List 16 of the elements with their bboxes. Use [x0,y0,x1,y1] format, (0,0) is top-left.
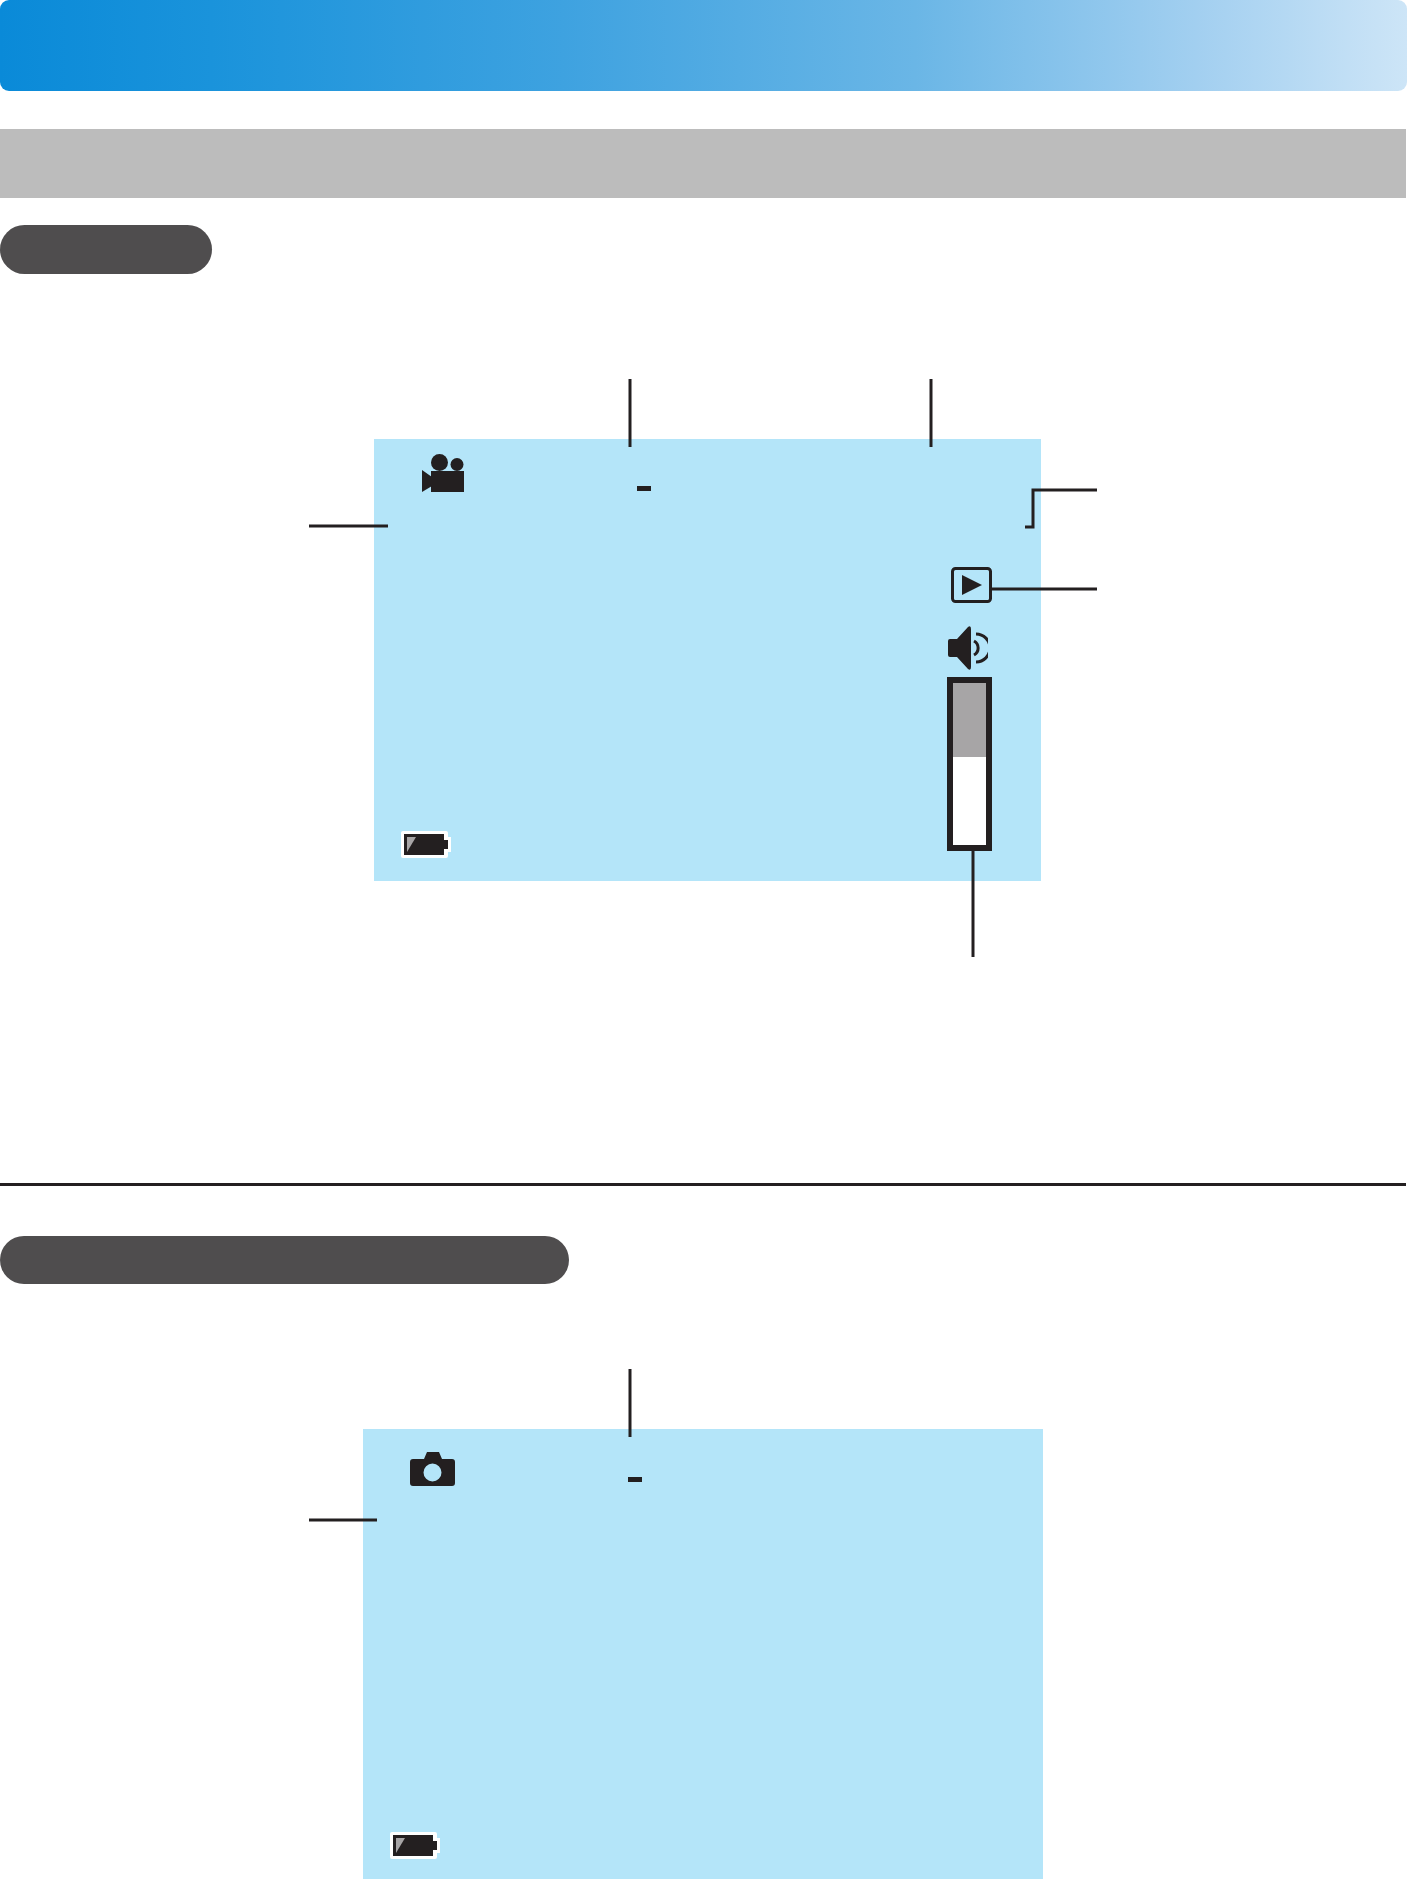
leader-line [628,1369,632,1437]
section-pill [0,1236,569,1284]
leader-line [1025,488,1097,529]
leader-line [971,851,975,957]
leader-line [628,379,632,447]
volume-level-bar [947,677,992,851]
play-icon [951,567,992,603]
leader-line [929,379,933,447]
display-screen [363,1429,1043,1879]
header-bar [0,0,1407,91]
leader-line [309,1518,377,1522]
section-band [0,129,1406,198]
section-pill [0,225,212,274]
display-screen [374,439,1041,881]
leader-line [992,587,1097,591]
leader-line [309,524,388,528]
